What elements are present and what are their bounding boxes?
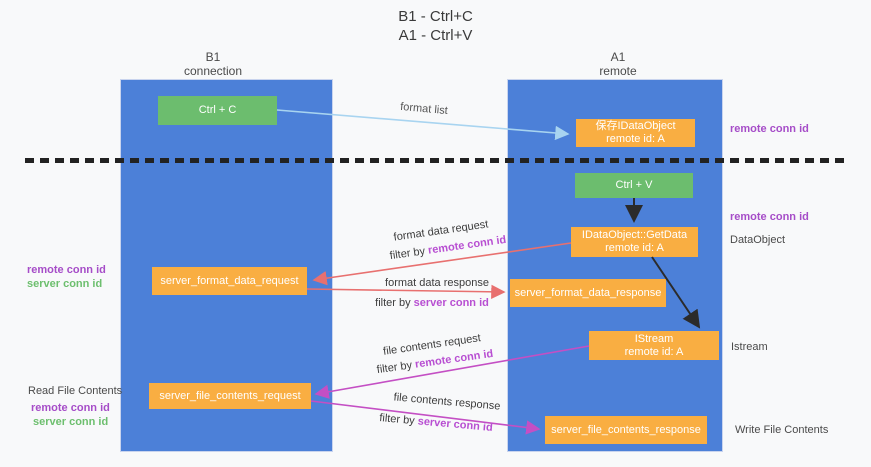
left-column-role: connection [183, 64, 243, 78]
getdata-line1: IDataObject::GetData [581, 229, 688, 241]
server-file-contents-request-label: server_file_contents_request [159, 389, 301, 402]
right-label-remote-conn-id-mid: remote conn id [730, 211, 809, 223]
getdata-line2: remote id: A [605, 242, 664, 254]
server-format-data-request-label: server_format_data_request [160, 274, 299, 287]
edge-label-filter-server-2: filter by server conn id [379, 412, 493, 434]
ctrl-c-label: Ctrl + C [198, 104, 237, 116]
right-label-istream: Istream [731, 341, 768, 353]
getdata-box: IDataObject::GetData remote id: A [571, 227, 698, 257]
diagram-title-line2: A1 - Ctrl+V [398, 27, 473, 44]
server-file-contents-request-box: server_file_contents_request [149, 383, 311, 409]
phase-divider-dashed-line [25, 158, 845, 163]
filter-key-server-conn-id: server conn id [413, 297, 489, 309]
server-format-data-request-box: server_format_data_request [152, 267, 307, 295]
left-column-name: B1 [205, 50, 221, 64]
left-label-server-conn-id-2: server conn id [33, 416, 109, 428]
edge-label-format-list: format list [399, 100, 449, 118]
server-format-data-response-box: server_format_data_response [510, 279, 666, 307]
ctrl-c-box: Ctrl + C [158, 96, 277, 125]
edge-label-file-contents-response: file contents response [393, 391, 501, 413]
edge-label-filter-server-1: filter by server conn id [375, 297, 489, 309]
filter-prefix: filter by [375, 297, 411, 309]
right-label-remote-conn-id-top: remote conn id [730, 123, 809, 135]
right-column-role: remote [599, 64, 637, 78]
diagram-title-line1: B1 - Ctrl+C [398, 8, 473, 25]
save-dataobject-line1: 保存IDataObject [595, 120, 676, 132]
save-dataobject-line2: remote id: A [606, 133, 665, 145]
filter-prefix: filter by [378, 412, 416, 428]
filter-key-server-conn-id: server conn id [417, 415, 494, 434]
right-label-write-file-contents: Write File Contents [735, 424, 829, 436]
save-dataobject-box: 保存IDataObject remote id: A [576, 119, 695, 147]
filter-prefix: filter by [389, 245, 426, 263]
left-label-server-conn-id: server conn id [27, 278, 103, 290]
arrow-format-data-response [306, 284, 506, 300]
left-label-read-file-contents: Read File Contents [28, 385, 123, 397]
left-label-remote-conn-id: remote conn id [27, 264, 106, 276]
istream-box: IStream remote id: A [589, 331, 719, 360]
edge-label-format-data-response: format data response [385, 277, 489, 289]
right-column-header: A1 remote [558, 50, 678, 78]
server-file-contents-response-label: server_file_contents_response [551, 423, 701, 436]
right-column-name: A1 [610, 50, 626, 64]
ctrl-v-box: Ctrl + V [575, 173, 693, 198]
right-label-dataobject: DataObject [730, 234, 786, 246]
ctrl-v-label: Ctrl + V [615, 179, 653, 191]
istream-line2: remote id: A [624, 345, 684, 358]
istream-line1: IStream [634, 332, 674, 345]
filter-prefix: filter by [376, 359, 413, 377]
left-label-remote-conn-id-2: remote conn id [31, 402, 110, 414]
left-column-header: B1 connection [153, 50, 273, 78]
server-format-data-response-label: server_format_data_response [514, 286, 662, 299]
server-file-contents-response-box: server_file_contents_response [545, 416, 707, 444]
